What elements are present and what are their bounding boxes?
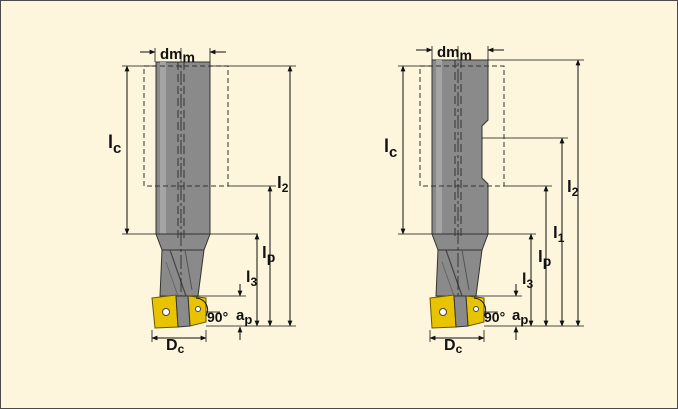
- left-lc-label: lc: [108, 132, 121, 157]
- right-insert-screw-1: [439, 308, 447, 316]
- left-ap-label: ap: [236, 307, 252, 327]
- left-l2-label: l2: [277, 173, 289, 195]
- right-clamp-outline: [419, 65, 505, 187]
- left-angle-label: 90°: [207, 309, 228, 325]
- right-lp-label: lp: [538, 247, 551, 269]
- right-l1-label: l1: [553, 223, 565, 245]
- right-ap-label: ap: [512, 307, 528, 327]
- left-lp-label: lp: [262, 243, 275, 265]
- right-angle-label: 90°: [484, 309, 505, 325]
- left-dm-label: dmm: [160, 46, 195, 65]
- left-dc-label: Dc: [166, 337, 185, 356]
- right-l2-label: l2: [567, 177, 579, 199]
- left-neck: [155, 233, 211, 251]
- left-flute-body: [159, 249, 205, 297]
- right-lc-label: lc: [384, 136, 397, 161]
- left-clamp-outline: [143, 65, 229, 187]
- left-tool: dmm lc l2 lp l3 90° ap Dc: [108, 46, 296, 356]
- left-l3-label: l3: [246, 269, 257, 289]
- right-tool: dmm lc l2 l1 lp l3 90° ap Dc: [384, 44, 584, 356]
- right-dc-label: Dc: [444, 337, 463, 356]
- right-l3-label: l3: [522, 271, 533, 291]
- left-insert-screw-1: [162, 308, 170, 316]
- right-angle-arc: [473, 297, 487, 317]
- left-angle-arc: [195, 297, 209, 317]
- right-dm-label: dmm: [437, 44, 472, 63]
- right-neck: [431, 233, 489, 251]
